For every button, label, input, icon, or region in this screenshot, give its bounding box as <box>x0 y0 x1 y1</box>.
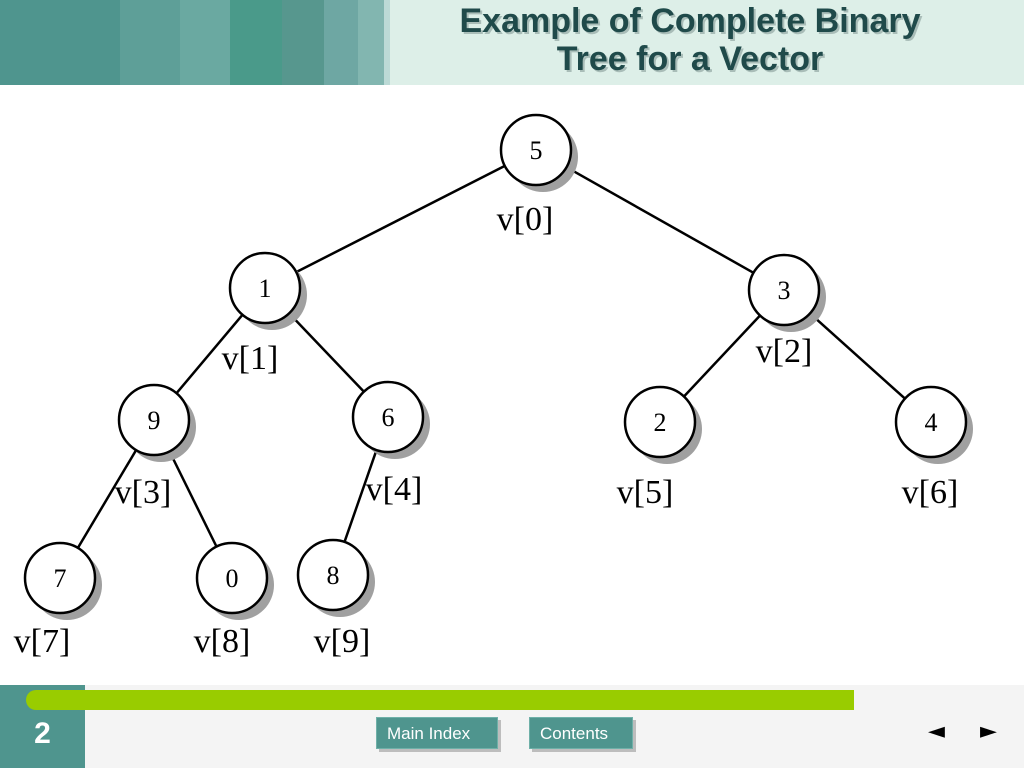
tree-node <box>623 385 697 459</box>
tree-node-value: 4 <box>925 408 938 437</box>
header-stripe <box>180 0 230 85</box>
tree-node-value: 1 <box>259 274 272 303</box>
tree-edge <box>76 449 138 549</box>
tree-edge <box>343 449 378 543</box>
tree-node <box>228 251 302 325</box>
header-stripe <box>358 0 384 85</box>
page-number: 2 <box>34 717 51 750</box>
tree-node <box>747 253 821 327</box>
header-bar: Example of Complete Binary Tree for a Ve… <box>0 0 1024 85</box>
slide-title-line2: Tree for a Vector <box>556 40 824 78</box>
vector-index-label: v[7] <box>14 623 71 660</box>
tree-node-value: 3 <box>778 276 791 305</box>
vector-index-label: v[1] <box>222 340 279 377</box>
tree-node <box>23 541 97 615</box>
vector-index-label: v[5] <box>617 474 674 511</box>
vector-index-label: v[3] <box>115 474 172 511</box>
tree-node <box>296 538 370 612</box>
tree-node-value: 8 <box>327 561 340 590</box>
accent-bar <box>26 690 854 710</box>
next-slide-icon[interactable]: ► <box>980 719 997 744</box>
header-stripe <box>0 0 120 85</box>
tree-node <box>499 113 573 187</box>
tree-edge <box>288 312 365 393</box>
vector-index-label: v[8] <box>194 623 251 660</box>
tree-edge <box>168 450 218 548</box>
tree-node-value: 5 <box>530 136 543 165</box>
tree-node-value: 2 <box>654 408 667 437</box>
header-stripe <box>384 0 390 85</box>
tree-node-value: 7 <box>54 564 67 593</box>
vector-index-label: v[4] <box>366 471 423 508</box>
tree-edge <box>565 166 755 274</box>
vector-index-label: v[0] <box>497 201 554 238</box>
tree-edge <box>175 313 244 395</box>
main-index-button[interactable]: Main Index <box>376 717 498 749</box>
footer-bar: 2 Main Index Contents ◄ ► <box>0 685 1024 768</box>
slide-title: Example of Complete Binary Tree for a Ve… <box>380 2 1000 78</box>
tree-edge <box>683 314 761 398</box>
tree-node <box>195 541 269 615</box>
slide-title-line1: Example of Complete Binary <box>459 2 921 40</box>
tree-edge <box>295 164 506 274</box>
binary-tree-diagram: 5 v[0] 1 v[1] 3 v[2] 9 v[3] 6 v[4] 2 v[5] 4 v[6] 7 v[7]… <box>14 113 973 660</box>
tree-node <box>894 385 968 459</box>
previous-slide-icon[interactable]: ◄ <box>928 719 945 744</box>
tree-node-value: 9 <box>148 406 161 435</box>
vector-index-label: v[9] <box>314 623 371 660</box>
vector-index-label: v[2] <box>756 333 813 370</box>
contents-button[interactable]: Contents <box>529 717 633 749</box>
tree-node <box>117 383 191 457</box>
header-stripe <box>230 0 282 85</box>
tree-node <box>351 380 425 454</box>
header-stripe <box>282 0 324 85</box>
header-stripe <box>120 0 180 85</box>
tree-edge <box>809 312 906 400</box>
tree-node-value: 6 <box>382 403 395 432</box>
header-stripe <box>324 0 358 85</box>
vector-index-label: v[6] <box>902 474 959 511</box>
tree-node-value: 0 <box>226 564 239 593</box>
